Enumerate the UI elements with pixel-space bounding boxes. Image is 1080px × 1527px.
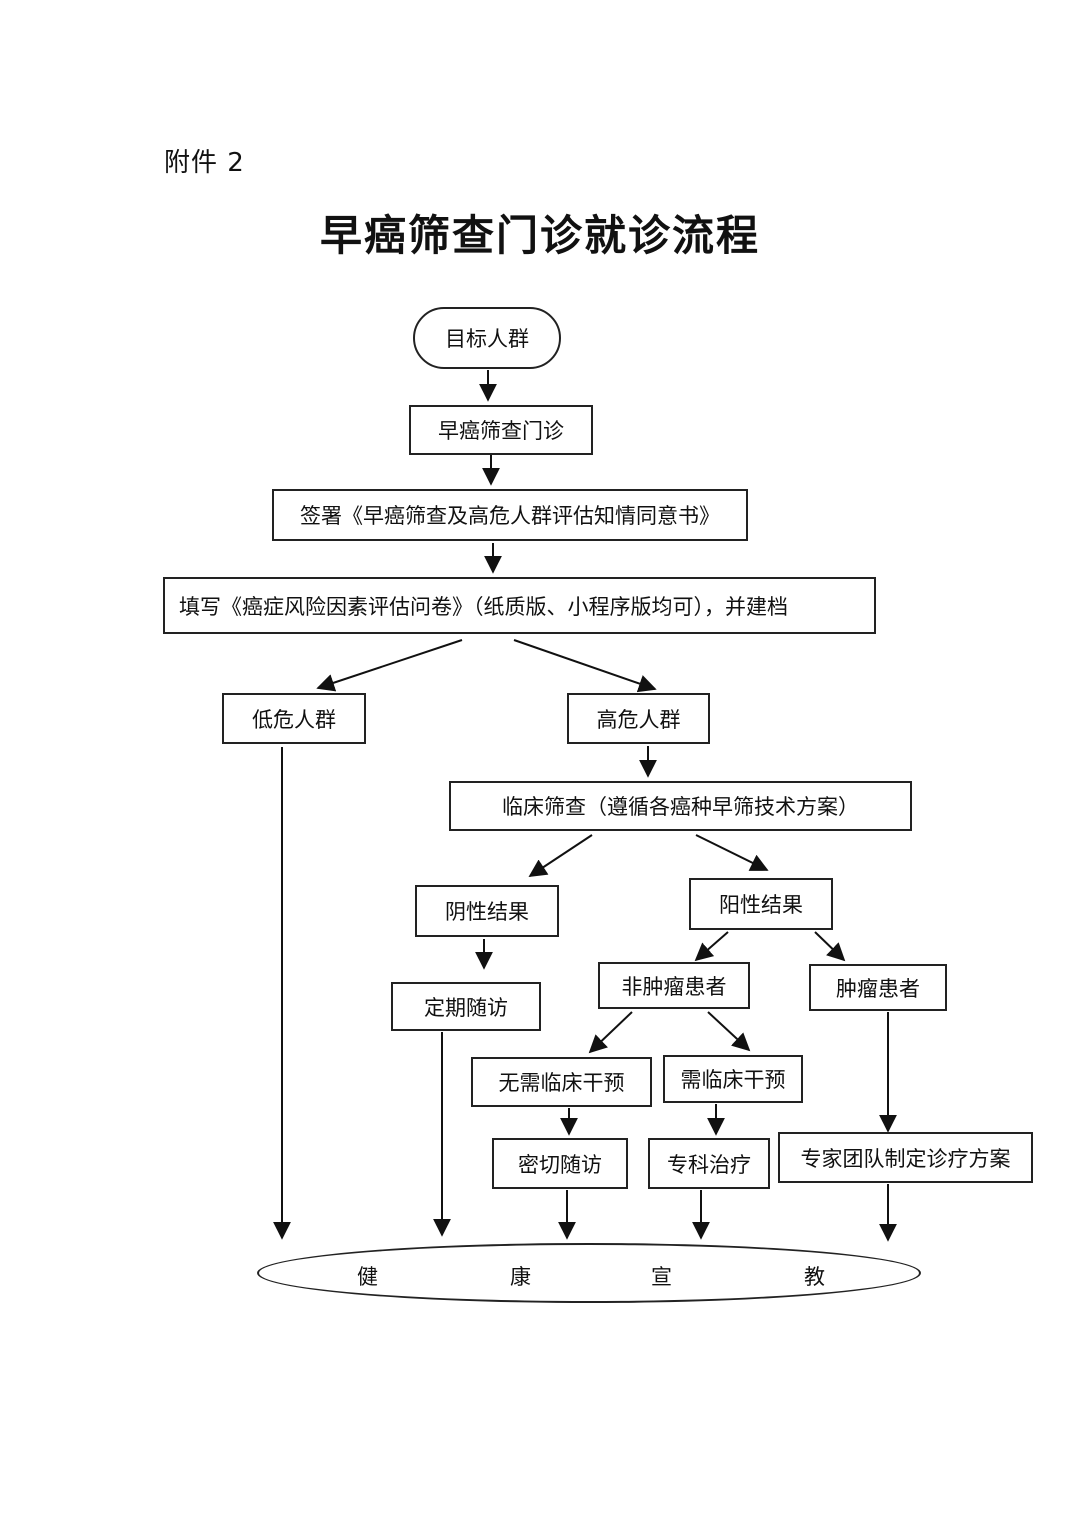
node-tumor-patient: 肿瘤患者 <box>809 964 947 1011</box>
node-high-risk: 高危人群 <box>567 693 710 744</box>
node-positive-result: 阳性结果 <box>689 878 833 930</box>
node-regular-followup: 定期随访 <box>391 982 541 1031</box>
node-fill-questionnaire: 填写《癌症风险因素评估问卷》（纸质版、小程序版均可），并建档 <box>163 577 876 634</box>
node-negative-result: 阴性结果 <box>415 885 559 937</box>
node-need-intervention: 需临床干预 <box>663 1055 803 1103</box>
page-title: 早癌筛查门诊就诊流程 <box>319 211 760 260</box>
arrow-non-tumor-to-no-intervention <box>588 1011 633 1054</box>
node-screening-clinic: 早癌筛查门诊 <box>409 405 593 455</box>
node-expert-team-plan: 专家团队制定诊疗方案 <box>778 1132 1033 1183</box>
node-close-followup: 密切随访 <box>492 1138 628 1189</box>
node-non-tumor-patient: 非肿瘤患者 <box>598 962 750 1009</box>
node-sign-consent: 签署《早癌筛查及高危人群评估知情同意书》 <box>272 489 748 541</box>
health-education-char-1: 健 <box>357 1265 378 1289</box>
node-clinical-screening: 临床筛查（遵循各癌种早筛技术方案） <box>449 781 912 831</box>
arrow-non-tumor-to-need-intervention <box>707 1011 751 1052</box>
arrow-questionnaire-to-high-risk <box>513 639 657 693</box>
node-health-education: 健 康 宣 教 <box>257 1243 921 1303</box>
health-education-char-3: 宣 <box>651 1265 672 1289</box>
health-education-char-2: 康 <box>510 1265 531 1289</box>
arrow-clinical-to-negative <box>528 834 593 877</box>
node-specialist-treatment: 专科治疗 <box>648 1138 770 1189</box>
arrow-positive-to-tumor <box>814 931 846 962</box>
arrow-positive-to-non-tumor <box>694 931 729 962</box>
arrow-questionnaire-to-low-risk <box>316 639 463 692</box>
attachment-label: 附件 2 <box>164 148 245 178</box>
node-target-population: 目标人群 <box>413 307 561 369</box>
node-no-intervention: 无需临床干预 <box>471 1057 652 1107</box>
node-low-risk: 低危人群 <box>222 693 366 744</box>
health-education-char-4: 教 <box>804 1265 825 1289</box>
arrow-clinical-to-positive <box>695 834 769 871</box>
